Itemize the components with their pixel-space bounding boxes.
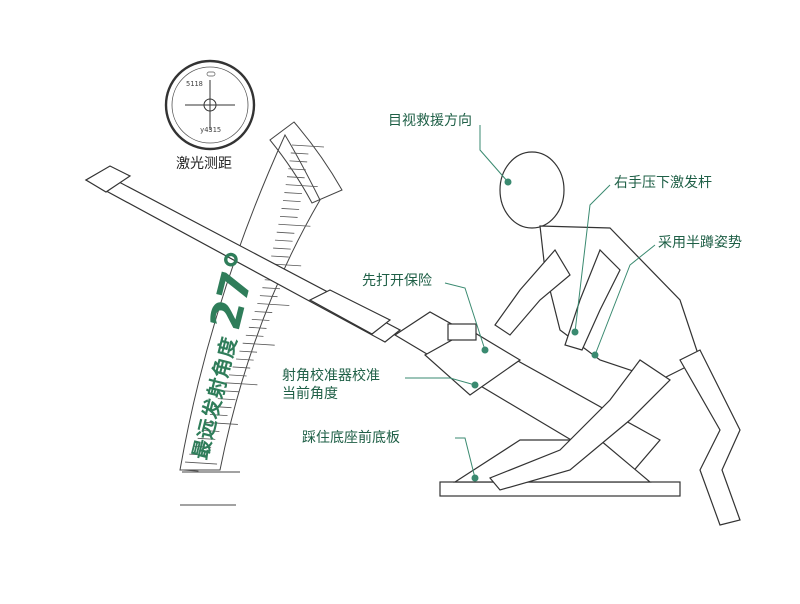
operator-right-arm: [564, 248, 621, 351]
leader-safety: [444, 282, 486, 351]
scale-tick: [276, 231, 295, 234]
leader-aim-dot: [504, 178, 512, 186]
scale-tick: [287, 176, 305, 179]
leader-squat-dot: [591, 351, 599, 359]
scale-tick: [209, 414, 228, 417]
leader-trigger-dot: [571, 328, 579, 336]
scale-tick: [285, 184, 318, 188]
callout-aim-direction: 目视救援方向: [388, 113, 472, 129]
scale-tick: [232, 366, 251, 369]
scale-bottom: [180, 471, 240, 506]
scale-tick: [213, 406, 232, 409]
leader-lines: [405, 125, 656, 482]
operator-head: [499, 151, 565, 229]
scope-center-circle: [203, 98, 217, 112]
laser-rangefinder-caption: 激光测距: [176, 156, 232, 172]
leader-base: [455, 437, 476, 479]
scale-tick: [248, 326, 267, 329]
scale-tick: [284, 192, 302, 195]
leader-trigger: [574, 184, 611, 333]
callout-open-safety: 先打开保险: [362, 273, 432, 289]
scale-tick: [185, 461, 218, 465]
operator-left-arm: [494, 248, 571, 336]
barrel-tip: [84, 165, 132, 193]
leader-angle: [405, 377, 476, 386]
operator-back-leg: [679, 349, 741, 526]
scale-tick: [239, 350, 258, 353]
scale-tick: [282, 200, 301, 202]
scale-tick: [225, 382, 258, 386]
operator-front-leg: [489, 359, 671, 491]
protractor-scale: [179, 121, 343, 506]
scale-ticks: [180, 144, 325, 472]
launcher-base-plate: [439, 481, 681, 497]
scale-tick: [217, 398, 236, 401]
scale-tick: [197, 437, 216, 440]
leader-squat: [594, 244, 656, 356]
scope-top-reading: 5118: [186, 80, 203, 88]
scale-tick: [189, 453, 207, 456]
callout-current-angle-line1: 射角校准器校准: [282, 368, 380, 384]
leader-aim: [479, 125, 509, 183]
scale-tick: [273, 247, 291, 250]
scale-tick: [180, 469, 199, 472]
scope-outer-ring: [164, 59, 256, 151]
leader-base-dot: [471, 474, 479, 482]
scale-tick: [288, 168, 306, 171]
projectile-fin: [308, 289, 392, 335]
scale-tick: [245, 334, 264, 337]
scope-bottom-reading: y4315: [200, 126, 222, 134]
callout-step-base: 踩住底座前底板: [302, 430, 400, 446]
scale-tick: [257, 303, 290, 306]
scale-tick: [259, 295, 278, 298]
scale-tick: [290, 152, 309, 155]
callout-press-trigger: 右手压下激发杆: [614, 175, 712, 191]
scale-tick: [229, 374, 247, 377]
scope-inner-ring: [171, 66, 249, 144]
leader-safety-dot: [481, 346, 489, 354]
scale-tick: [251, 318, 270, 321]
scale-tick: [278, 223, 311, 227]
scale-band-top: [269, 121, 343, 204]
scale-band: [179, 133, 321, 471]
scale-tick: [236, 358, 254, 361]
scale-tick: [289, 160, 308, 163]
scale-tick: [205, 422, 238, 425]
callout-half-squat: 采用半蹲姿势: [658, 235, 742, 251]
operator-figure: [489, 151, 741, 526]
scale-tick: [274, 239, 293, 242]
scale-tick: [254, 311, 273, 313]
leader-angle-dot: [471, 381, 479, 389]
scale-tick: [291, 144, 325, 148]
rangefinder-scope: [164, 59, 256, 151]
safety-switch: [447, 323, 477, 341]
scale-tick: [279, 215, 298, 218]
scale-tick: [242, 342, 275, 346]
scope-battery-icon: [206, 71, 216, 77]
scale-tick: [193, 445, 212, 448]
scale-tick: [262, 287, 281, 290]
scale-tick: [271, 255, 289, 258]
scale-tick: [201, 429, 220, 432]
scale-tick: [281, 208, 300, 210]
scale-tick: [221, 390, 240, 393]
callout-current-angle-line2: 当前角度: [282, 386, 338, 402]
